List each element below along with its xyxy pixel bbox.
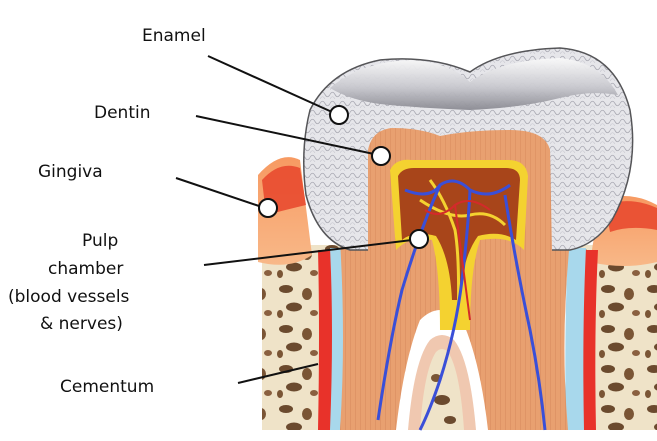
gingiva-marker xyxy=(258,198,278,218)
pulp-chamber xyxy=(376,159,547,431)
label-pulp-line3: (blood vessels xyxy=(8,287,130,307)
dentin-marker xyxy=(371,146,391,166)
leader-lines xyxy=(175,55,413,384)
label-pulp-line2: chamber xyxy=(48,259,123,279)
label-pulp-line1: Pulp xyxy=(82,231,118,251)
label-dentin: Dentin xyxy=(94,103,151,123)
cementum xyxy=(318,248,598,430)
marker-circles xyxy=(258,105,429,249)
label-pulp-line4: & nerves) xyxy=(40,314,123,334)
blood-vessel-red xyxy=(424,200,491,321)
label-gingiva: Gingiva xyxy=(38,162,103,182)
pulp-marker xyxy=(409,229,429,249)
label-enamel: Enamel xyxy=(142,26,206,46)
enamel-marker xyxy=(329,105,349,125)
label-cementum: Cementum xyxy=(60,377,154,397)
blood-vessel-blue xyxy=(376,179,547,431)
